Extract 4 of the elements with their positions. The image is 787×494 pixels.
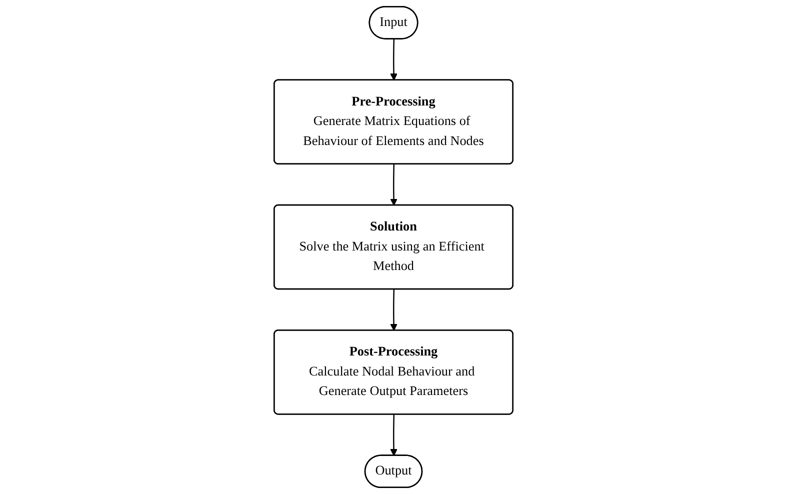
arrow [390, 164, 398, 206]
arrow [390, 289, 398, 331]
arrow [390, 39, 398, 81]
arrow [390, 414, 398, 456]
